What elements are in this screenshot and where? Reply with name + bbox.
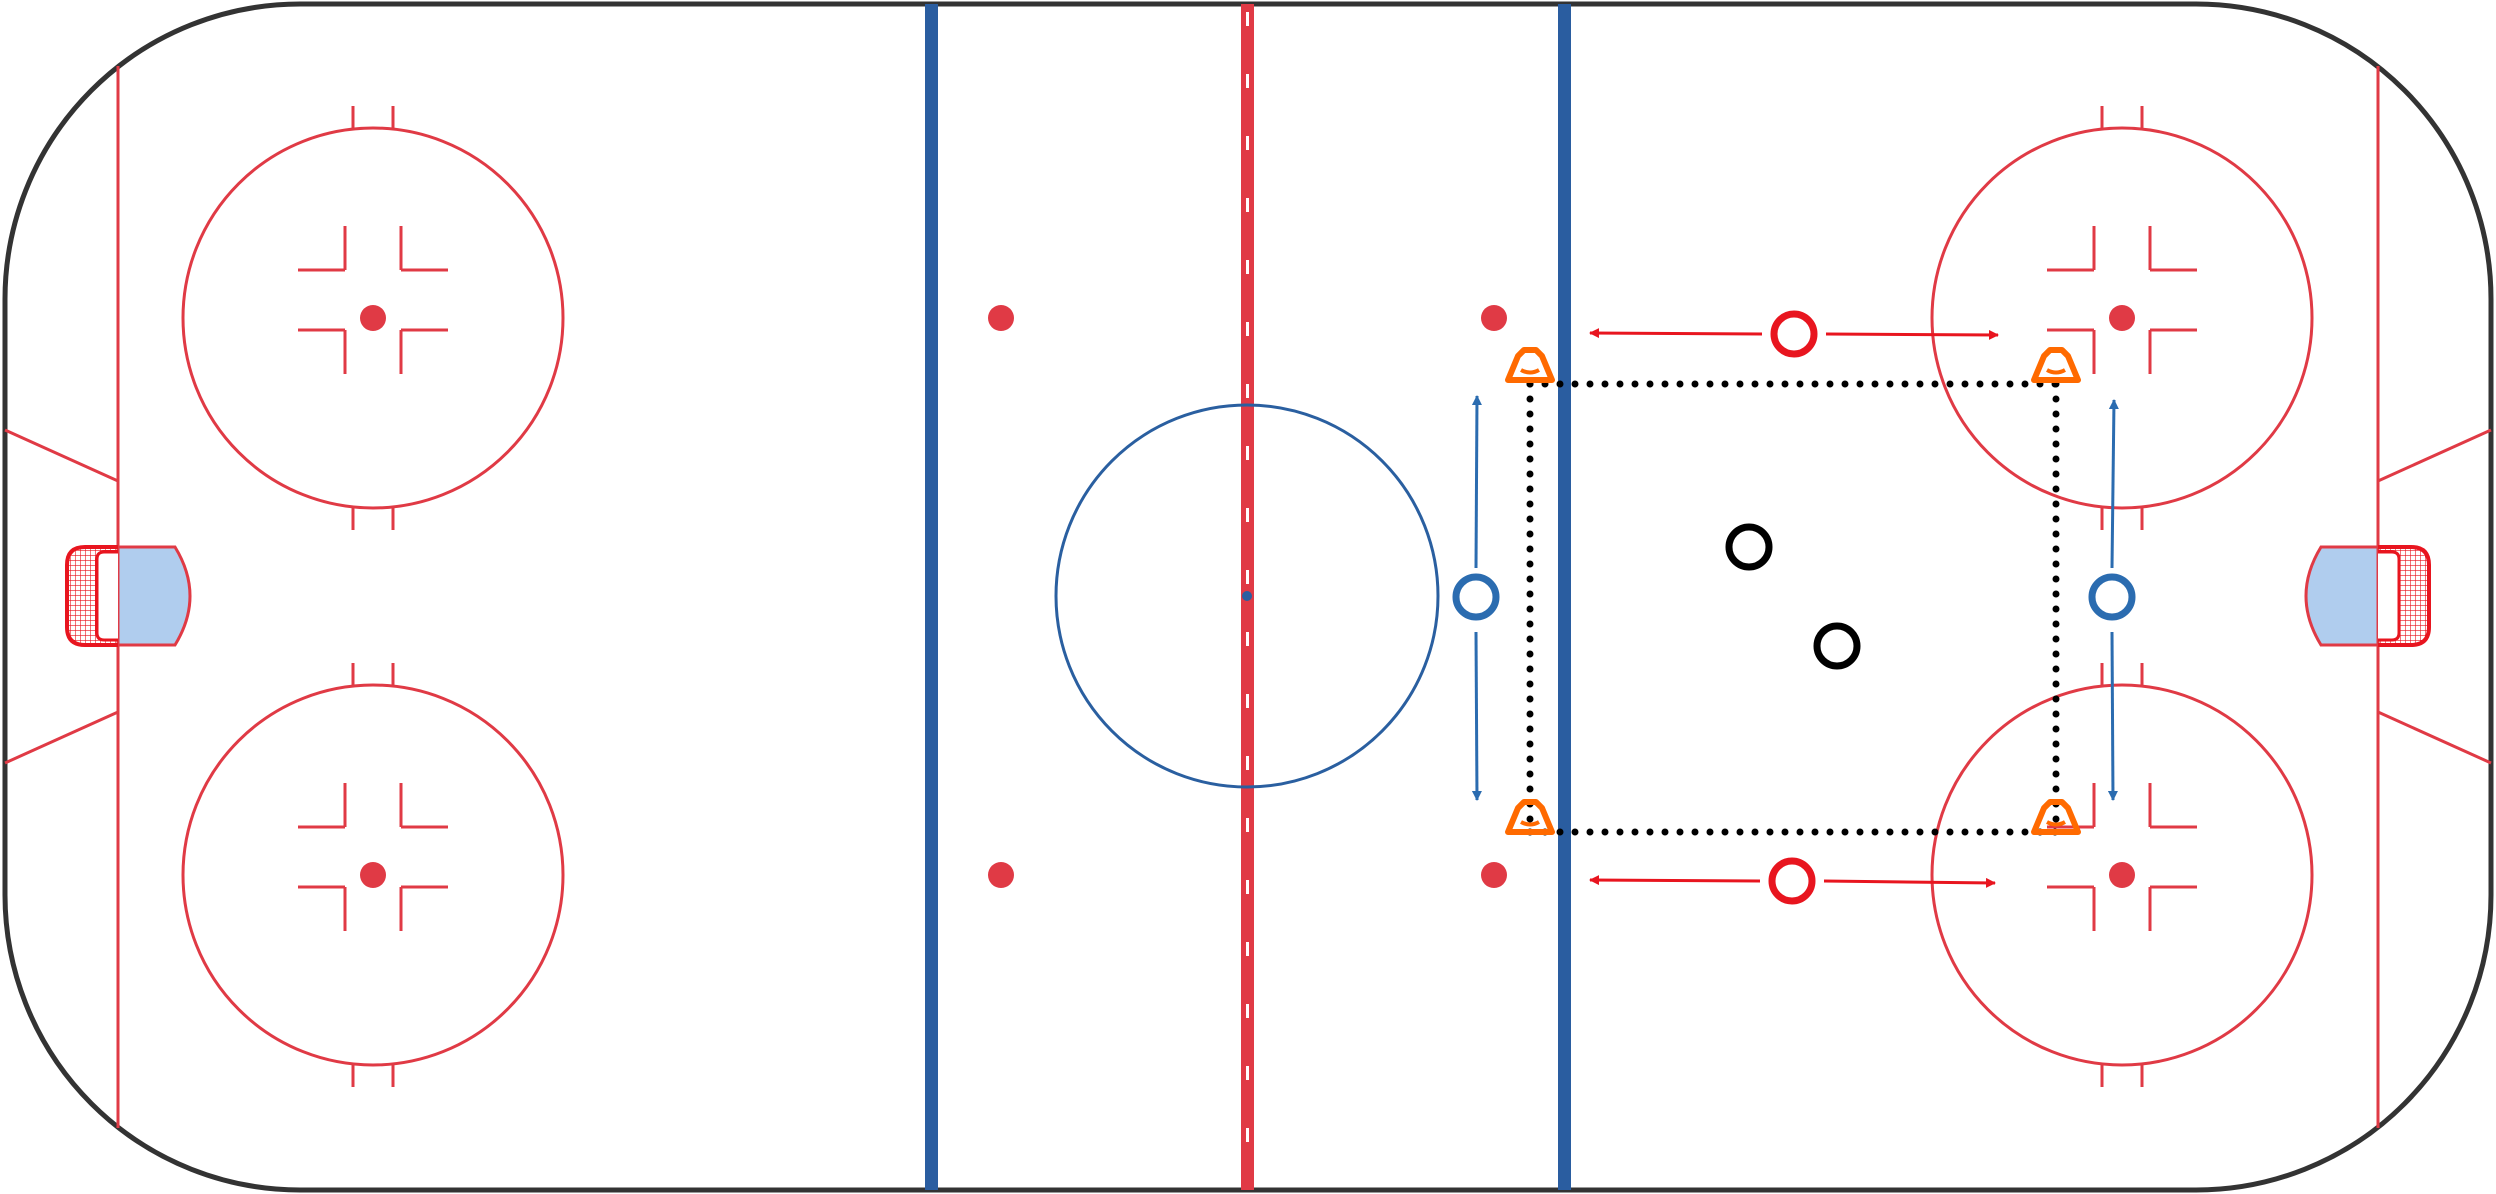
left-blue-line (925, 4, 938, 1190)
player-red-bottom (1768, 857, 1816, 905)
arrow-down (1471, 631, 1482, 801)
arrow-up (1471, 395, 1482, 569)
right-goal-net (2378, 545, 2431, 647)
faceoff-circle-left-bottom (181, 663, 565, 1087)
left-goal-net (65, 545, 118, 647)
cone-bottom-left-icon (1505, 799, 1555, 835)
right-trapezoid (2377, 428, 2492, 765)
blue-left-skate-arrows (1471, 395, 1482, 801)
arrow-left (1589, 875, 1761, 886)
faceoff-circle-right-top (1930, 106, 2314, 530)
left-trapezoid (4, 428, 119, 765)
neutral-dot-left-bottom (988, 862, 1014, 888)
arrow-down (2107, 631, 2118, 801)
player-red-top (1770, 310, 1818, 358)
player-blue-right (2088, 573, 2136, 621)
player-black-2 (1813, 622, 1861, 670)
player-blue-left (1452, 573, 1500, 621)
neutral-dot-left-top (988, 305, 1014, 331)
neutral-dot-right-bottom (1481, 862, 1507, 888)
red-bottom-skate-arrows (1589, 875, 1996, 888)
red-top-skate-arrows (1589, 328, 1999, 340)
right-goal-crease (2304, 545, 2380, 647)
cone-top-right-icon (2031, 347, 2081, 383)
left-goal-crease (116, 545, 192, 647)
center-dot (1242, 591, 1252, 601)
arrow-left (1589, 328, 1763, 339)
neutral-dot-right-top (1481, 305, 1507, 331)
arrow-right (1825, 329, 1999, 340)
faceoff-circle-right-bottom (1930, 663, 2314, 1087)
arrow-up (2108, 399, 2119, 569)
cone-bottom-right-icon (2031, 799, 2081, 835)
drill-area-dotted-path (1526, 380, 2060, 836)
blue-right-skate-arrows (2107, 399, 2119, 801)
center-circle (1054, 403, 1440, 789)
cone-top-left-icon (1505, 347, 1555, 383)
faceoff-circle-left-top (181, 106, 565, 530)
right-blue-line (1558, 4, 1571, 1190)
arrow-right (1823, 877, 1996, 888)
player-black-1 (1725, 523, 1773, 571)
